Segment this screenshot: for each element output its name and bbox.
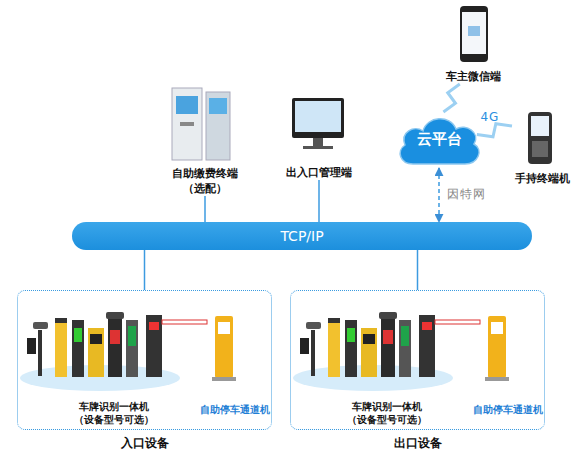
- node-label: 车主微信端: [446, 70, 501, 84]
- entry-box: 车牌识别一体机 （设备型号可选）自助停车通道机入口设备: [17, 290, 272, 430]
- node-label: 自助停车通道机: [473, 403, 543, 416]
- text-holder: 云平台: [395, 112, 483, 168]
- handheld-keys: [532, 141, 548, 157]
- edge-label: 因特网: [447, 186, 486, 203]
- monitor-screen: [295, 101, 341, 132]
- kiosk-screen: [176, 96, 198, 114]
- kiosk-screen: [209, 98, 227, 114]
- node-label: TCP/IP: [280, 227, 323, 245]
- text-holder: 车主微信端: [440, 4, 506, 84]
- phone-node: 车主微信端: [440, 4, 506, 84]
- network-wire: [318, 180, 320, 222]
- node-label: 自助停车通道机: [200, 403, 270, 416]
- text-holder: 手持终端机: [512, 106, 572, 186]
- network-wire: [204, 196, 206, 222]
- text-holder: 自助缴费终端 （选配）: [160, 84, 250, 196]
- lane-kiosk: 自助停车通道机: [200, 311, 270, 416]
- node-label: 出口设备: [394, 436, 442, 452]
- text-holder: 车牌识别一体机 （设备型号可选）: [299, 311, 475, 426]
- phone-screen: [462, 12, 486, 54]
- node-label: 手持终端机: [515, 172, 570, 186]
- kiosk-body: [172, 88, 202, 160]
- text-holder: 车牌识别一体机 （设备型号可选）: [26, 311, 202, 426]
- kiosk-node: 自助缴费终端 （选配）: [160, 84, 250, 196]
- monitor: [292, 98, 344, 138]
- text-holder: 出口设备: [291, 436, 544, 452]
- exit-devices: [293, 312, 509, 391]
- cloud-node: 云平台: [395, 112, 483, 168]
- node-label: 车牌识别一体机 （设备型号可选）: [339, 400, 435, 426]
- text-holder: TCP/IP: [72, 222, 532, 250]
- monitor-base: [303, 146, 333, 149]
- node-label: 自助缴费终端 （选配）: [164, 167, 246, 196]
- node-label: 出入口管理端: [286, 166, 352, 180]
- node-label: 云平台: [417, 130, 462, 150]
- handheld-node: 手持终端机: [512, 106, 572, 186]
- wireless-link: [477, 124, 512, 137]
- monitor-stand: [313, 138, 323, 146]
- computer-node: 出入口管理端: [280, 92, 358, 180]
- internet-link: [438, 168, 440, 222]
- plate-camera-group: 车牌识别一体机 （设备型号可选）: [299, 311, 475, 426]
- handheld-screen: [531, 116, 549, 136]
- plate-camera-group: 车牌识别一体机 （设备型号可选）: [26, 311, 202, 426]
- node-label: 车牌识别一体机 （设备型号可选）: [66, 400, 162, 426]
- exit-box: 车牌识别一体机 （设备型号可选）自助停车通道机出口设备: [290, 290, 545, 430]
- entry-devices: [20, 312, 236, 391]
- kiosk-slot: [180, 122, 194, 126]
- text-holder: 入口设备: [18, 436, 271, 452]
- network-wire: [417, 250, 419, 290]
- phone-body: [460, 6, 488, 62]
- network-band: TCP/IP: [72, 222, 532, 250]
- wireless-link: [443, 84, 459, 112]
- edge-label: 4G: [480, 110, 499, 124]
- node-label: 入口设备: [121, 436, 169, 452]
- text-holder: 自助停车通道机: [473, 311, 543, 416]
- kiosk-body: [206, 92, 230, 160]
- network-wire: [144, 250, 146, 290]
- text-holder: 出入口管理端: [280, 92, 358, 180]
- phone-icon: [468, 26, 480, 36]
- lane-kiosk: 自助停车通道机: [473, 311, 543, 416]
- handheld-body: [528, 112, 552, 164]
- cloud-outline: [400, 119, 479, 164]
- text-holder: 自助停车通道机: [200, 311, 270, 416]
